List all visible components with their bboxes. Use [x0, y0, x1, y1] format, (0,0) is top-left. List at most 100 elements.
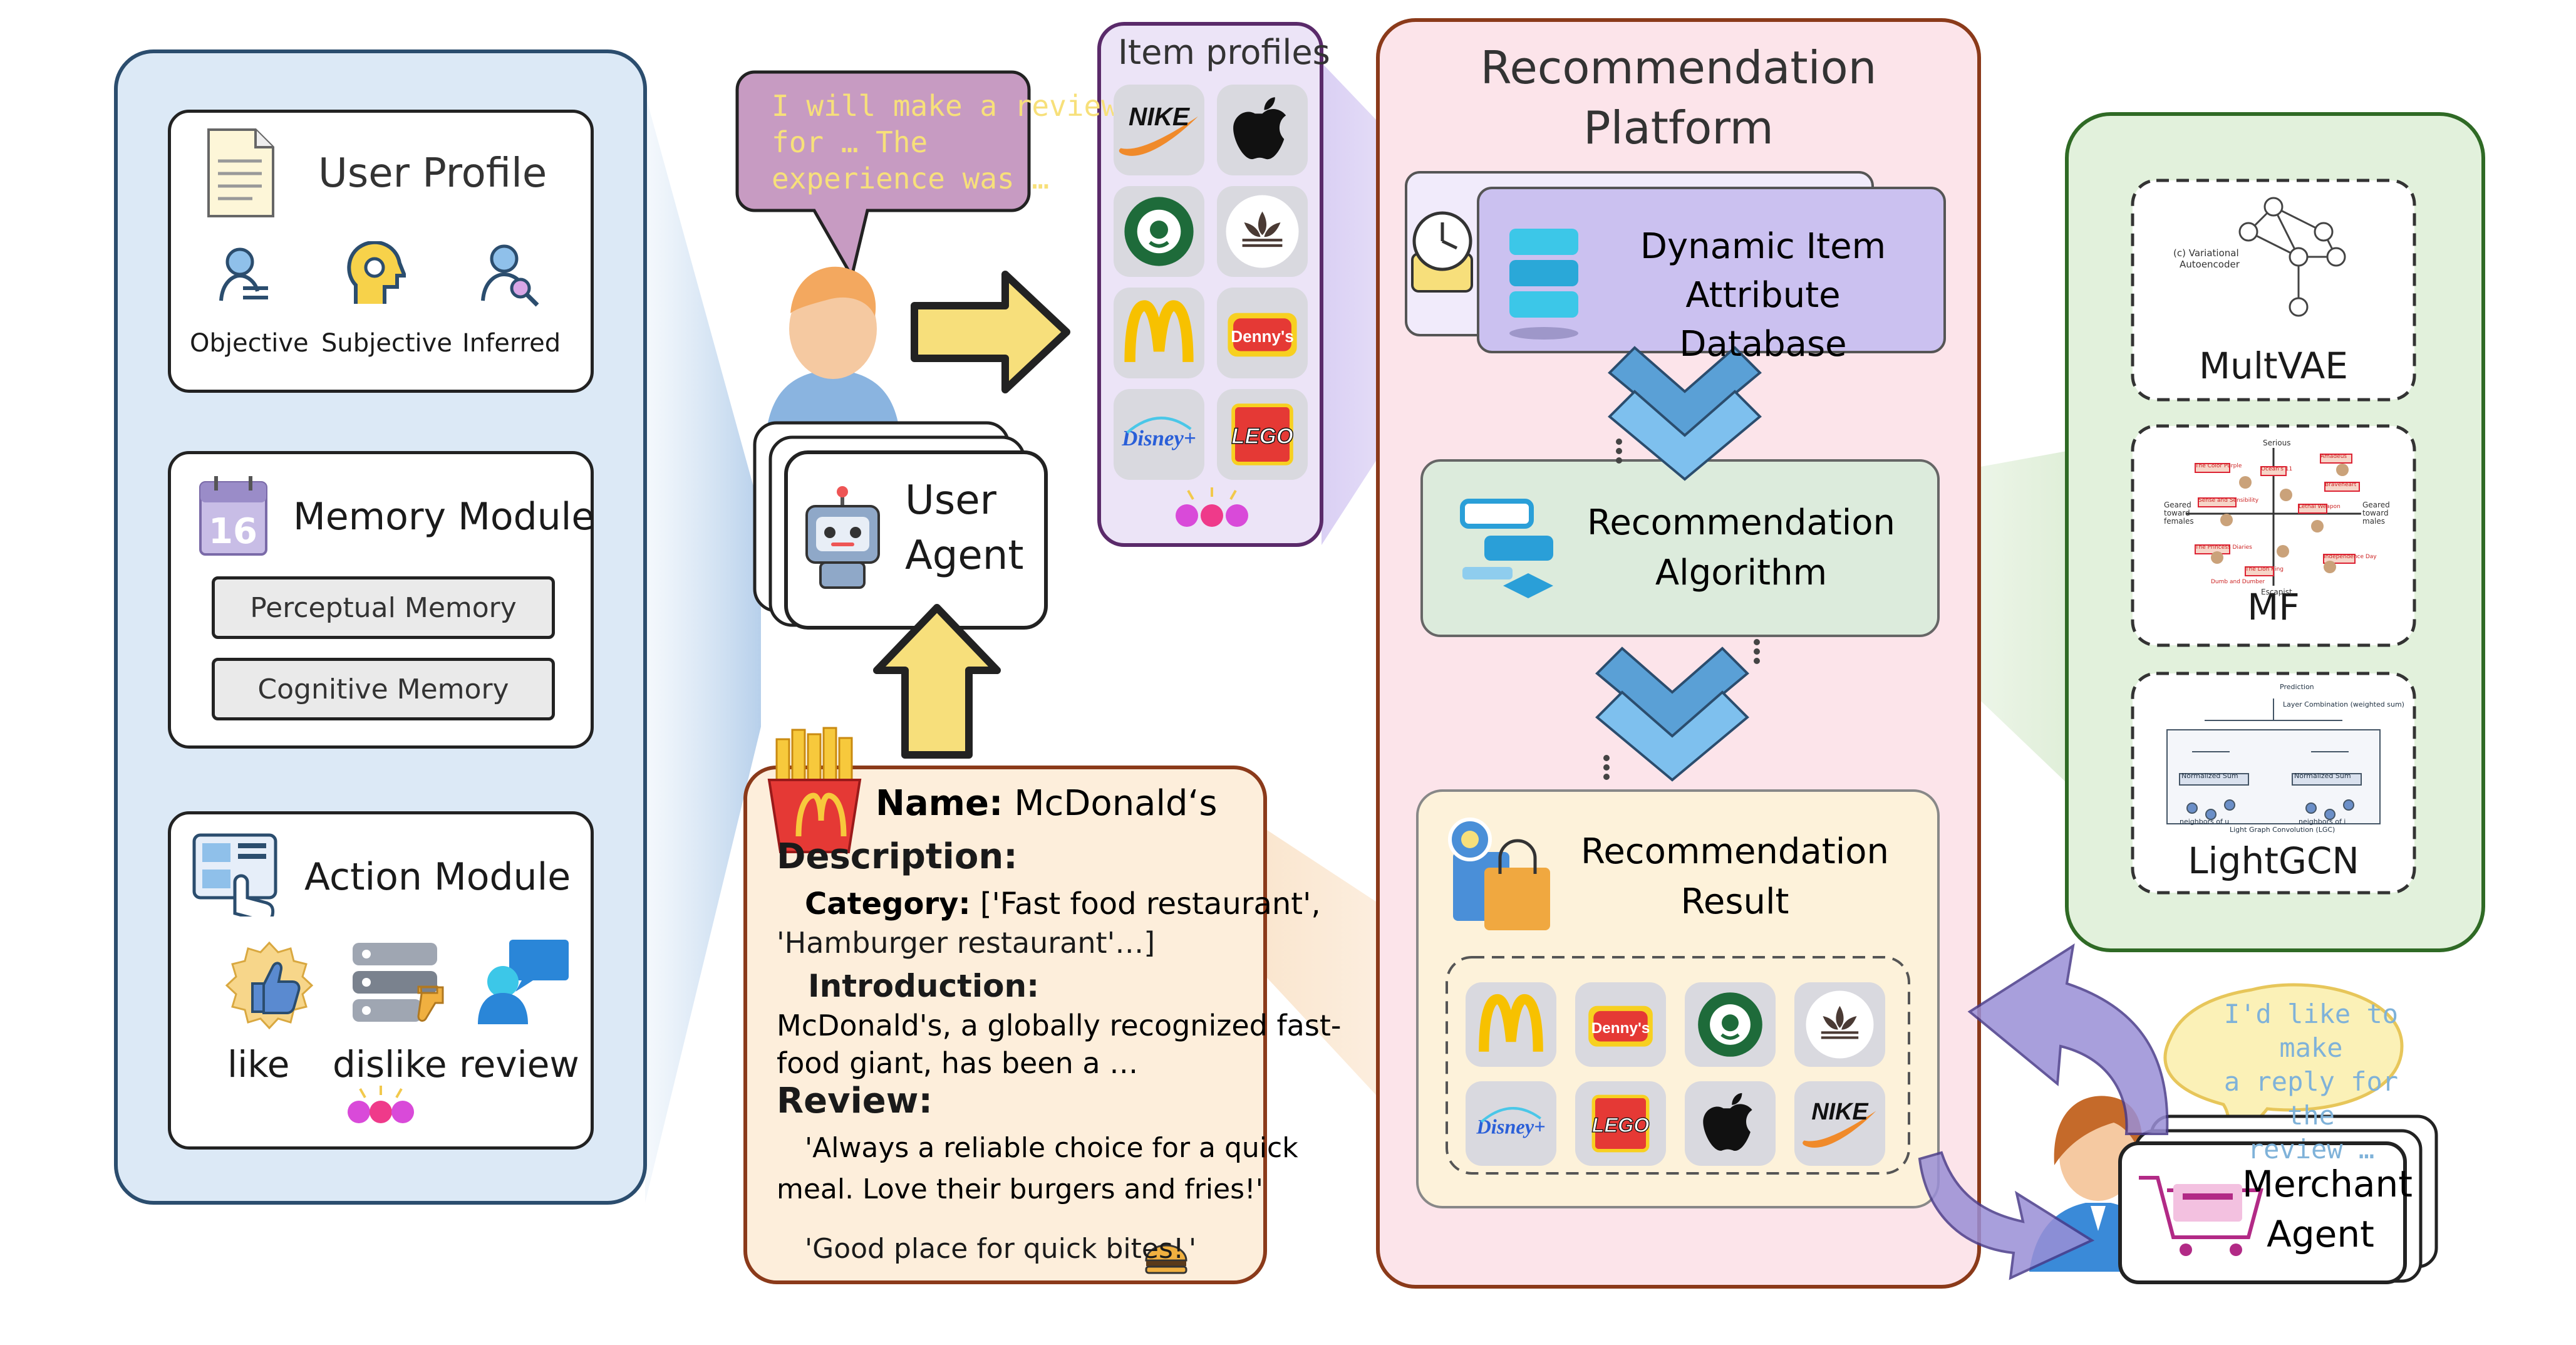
mf-left-line-2: toward — [2164, 509, 2190, 517]
item-card-panel — [743, 766, 1267, 1284]
item-logo-4 — [1114, 288, 1204, 378]
lightgcn-caption: Normalized Sum — [2181, 772, 2238, 780]
item-logo-1 — [1217, 85, 1308, 175]
m-logo-icon — [1479, 994, 1543, 1052]
inferred-icon — [481, 244, 539, 307]
clock-icon — [1411, 211, 1473, 293]
mf-tag: The Princess Diaries — [2195, 544, 2252, 551]
lightgcn-caption: Layer Combination (weighted sum) — [2283, 700, 2404, 709]
review-icon[interactable] — [478, 937, 572, 1027]
shopping-bag-icon — [1448, 818, 1550, 930]
logo-text: Disney+ — [1476, 1116, 1545, 1139]
platform-title-line-1: Recommendation — [1480, 41, 1877, 94]
arrow-to-agent — [873, 604, 1001, 759]
introduction-label: Introduction: — [808, 968, 1040, 1004]
item-logo-3 — [1217, 186, 1308, 277]
merchant-agent-label: Merchant Agent — [2242, 1159, 2413, 1259]
mf-left-caption: Geared toward females — [2164, 501, 2194, 526]
action-module-title: Action Module — [304, 855, 571, 899]
mf-tag: Amadeus — [2320, 454, 2347, 460]
m-logo-icon — [1124, 300, 1194, 362]
item-name-label: Name: — [876, 783, 1003, 824]
logo-text: LEGO — [1592, 1114, 1650, 1136]
merchant-agent-label-line-1: Merchant — [2242, 1163, 2413, 1205]
mf-right-caption: Geared toward males — [2362, 501, 2390, 526]
review-label: review — [459, 1043, 579, 1086]
touch-screen-icon — [192, 833, 277, 917]
inferred-label: Inferred — [462, 329, 561, 358]
category-row: Category: ['Fast food restaurant', — [805, 886, 1321, 922]
algorithm-icon — [1460, 499, 1553, 598]
item-logo-6: Disney+ — [1114, 389, 1204, 480]
result-logo-4: Disney+ — [1466, 1081, 1556, 1166]
result-label: Recommendation Result — [1572, 827, 1898, 927]
like-label: like — [227, 1043, 290, 1086]
nike-logo-icon: NIKE — [1803, 1099, 1876, 1148]
dislike-icon[interactable] — [346, 937, 447, 1034]
more-dots-icon — [348, 1086, 414, 1123]
review-2-line-1: 'Good place for quick bites! — [805, 1233, 1184, 1265]
multvae-box — [2131, 179, 2416, 402]
item-profiles-title: Item profiles — [1118, 33, 1330, 72]
document-icon — [207, 128, 274, 217]
result-logo-7: NIKE — [1794, 1081, 1885, 1166]
user-avatar — [767, 266, 899, 426]
like-icon[interactable] — [224, 940, 315, 1031]
burger-emoji-icon — [1145, 1244, 1187, 1274]
lightgcn-caption: Light Graph Convolution (LGC) — [2230, 826, 2335, 834]
dennys-logo-icon: Denny's — [1588, 1005, 1653, 1047]
platform-title-line-2: Platform — [1583, 101, 1774, 154]
subjective-label: Subjective — [321, 329, 452, 358]
user-agent-label: User Agent — [905, 473, 1023, 583]
merchant-reply-arrow — [1967, 943, 2169, 1135]
result-logo-5: LEGO — [1575, 1081, 1666, 1166]
adidas-logo-icon — [1806, 990, 1874, 1059]
fries-icon — [767, 727, 862, 853]
lego-logo-icon: LEGO — [1591, 1094, 1650, 1153]
adidas-logo-icon — [1226, 195, 1299, 268]
user-speech-bubble — [735, 70, 1031, 281]
lightgcn-caption: neighbors of i — [2299, 818, 2346, 826]
logo-text: NIKE — [1129, 102, 1191, 131]
result-grid — [1446, 956, 1910, 1175]
disney-logo-icon: Disney+ — [1476, 1107, 1546, 1139]
result-logo-6 — [1685, 1081, 1776, 1166]
starbucks-logo-icon — [1698, 992, 1762, 1057]
result-to-merchant-arrow — [1918, 1151, 2095, 1280]
category-label: Category: — [805, 886, 971, 922]
perceptual-memory: Perceptual Memory — [212, 576, 555, 639]
chevron-down-icon-1 — [1608, 346, 1762, 481]
objective-icon — [219, 247, 268, 301]
robot-icon — [805, 486, 880, 589]
logo-text: LEGO — [1231, 424, 1293, 449]
review-label-heading: Review: — [777, 1081, 933, 1121]
user-speech-text: I will make a review for … The experienc… — [772, 88, 1119, 197]
multvae-graph-icon — [2238, 197, 2346, 317]
database-box — [1477, 187, 1946, 353]
left-funnel — [645, 94, 761, 1203]
algorithm-label-line-1: Recommendation — [1586, 502, 1896, 543]
action-module-card: Action Module like dislike review — [168, 811, 594, 1150]
database-label-line-2: Attribute Database — [1679, 275, 1847, 365]
result-logo-2 — [1685, 982, 1776, 1067]
mf-left-line-1: Geared — [2164, 501, 2191, 509]
merchant-speech-line-3: review … — [2247, 1134, 2375, 1165]
merchant-speech-line-2: a reply for the — [2223, 1066, 2399, 1131]
subjective-icon — [347, 241, 406, 304]
logo-text: NIKE — [1811, 1099, 1869, 1125]
arrow-to-items — [911, 271, 1070, 393]
merchant-speech-line-1: I'd like to make — [2223, 999, 2399, 1063]
item-logo-5: Denny's — [1217, 288, 1308, 378]
category-value-line-1: ['Fast food restaurant', — [980, 886, 1321, 922]
database-label-line-1: Dynamic Item — [1640, 226, 1886, 267]
dislike-label: dislike — [333, 1043, 447, 1086]
mf-right-line-3: males — [2362, 517, 2386, 526]
database-icon — [1509, 229, 1578, 340]
logo-text: Disney+ — [1121, 426, 1196, 450]
user-speech-line-3: experience was … — [772, 162, 1050, 195]
mf-top-caption: Serious — [2263, 439, 2291, 447]
algorithm-label: Recommendation Algorithm — [1578, 498, 1904, 598]
multvae-label: MultVAE — [2199, 345, 2348, 387]
lego-logo-icon: LEGO — [1231, 403, 1294, 465]
